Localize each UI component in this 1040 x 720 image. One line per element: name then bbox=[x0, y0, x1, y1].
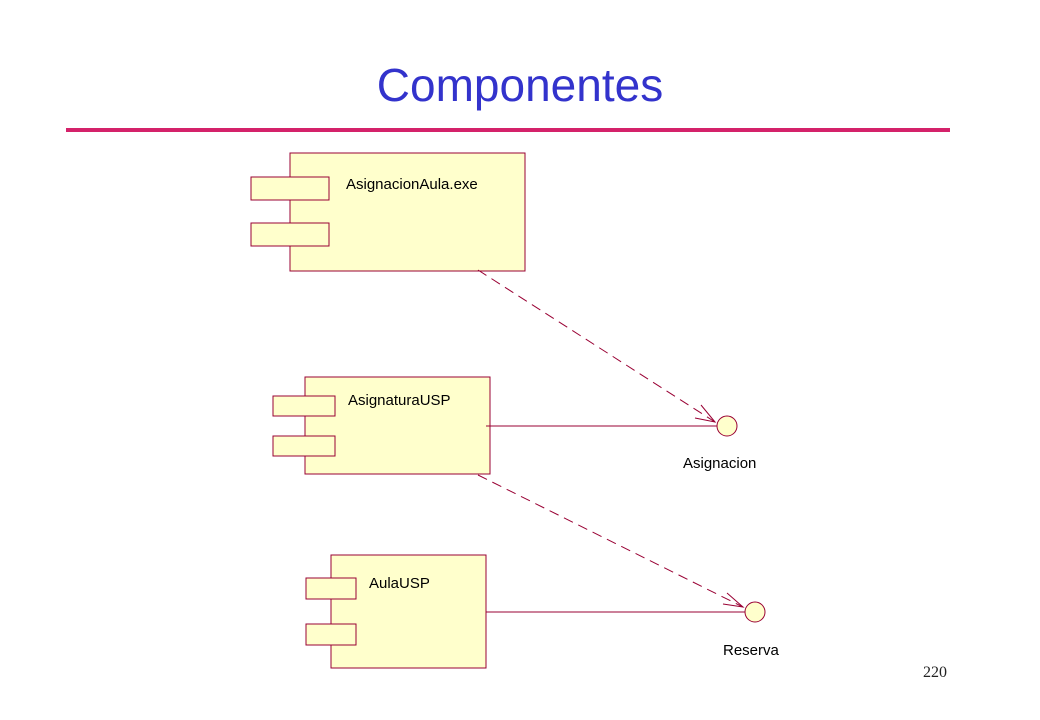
component-tab-upper bbox=[272, 395, 336, 417]
component-label: AsignacionAula.exe bbox=[346, 176, 478, 193]
component-asignaturausp[interactable]: AsignaturaUSP bbox=[272, 376, 491, 475]
component-tab-lower bbox=[305, 623, 357, 646]
component-body bbox=[304, 376, 491, 475]
interface-lollipop bbox=[744, 601, 766, 623]
component-asignacionaula[interactable]: AsignacionAula.exe bbox=[250, 152, 526, 272]
page-number: 220 bbox=[923, 664, 947, 681]
component-label: AulaUSP bbox=[369, 575, 430, 592]
dependency-asignaturausp-to-reserva bbox=[477, 474, 745, 608]
component-label: AsignaturaUSP bbox=[348, 392, 451, 409]
interface-reserva[interactable]: Reserva bbox=[723, 601, 780, 659]
interface-label: Reserva bbox=[723, 642, 780, 659]
interface-lollipop bbox=[716, 415, 738, 437]
title-divider bbox=[66, 128, 950, 132]
component-aulausp[interactable]: AulaUSP bbox=[305, 554, 487, 669]
dependency-asignacionaula-to-asignacion bbox=[477, 269, 717, 423]
component-tab-lower bbox=[250, 222, 330, 247]
dependency-arrowhead bbox=[694, 404, 717, 423]
dependency-line bbox=[477, 474, 744, 608]
interface-asignacion[interactable]: Asignacion bbox=[683, 415, 756, 472]
component-tab-upper bbox=[250, 176, 330, 201]
component-tab-lower bbox=[272, 435, 336, 457]
page-title: Componentes bbox=[376, 59, 664, 111]
component-tab-upper bbox=[305, 577, 357, 600]
dependency-line bbox=[477, 269, 716, 423]
interface-label: Asignacion bbox=[683, 455, 756, 472]
component-body bbox=[330, 554, 487, 669]
component-body bbox=[289, 152, 526, 272]
dependency-arrowhead bbox=[722, 592, 745, 608]
